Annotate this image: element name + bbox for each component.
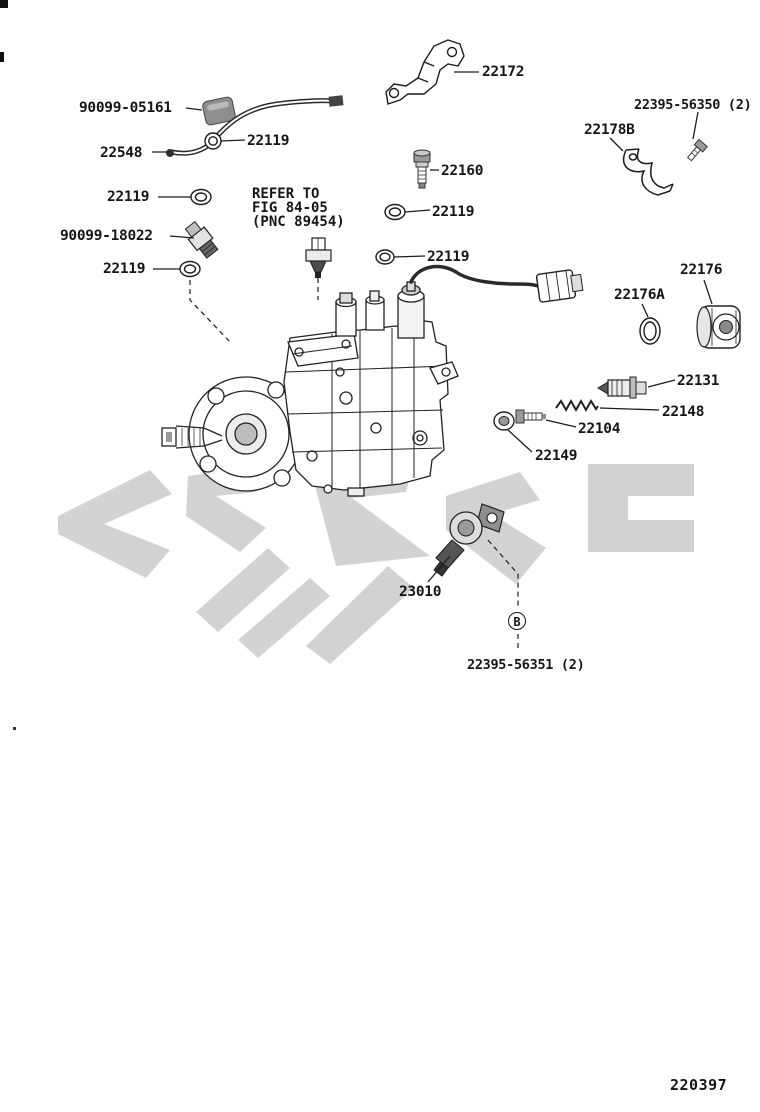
cap-22176-drawing <box>696 305 741 349</box>
cap-90099-05161-drawing <box>202 96 236 126</box>
part-label-22176a: 22176A <box>614 287 665 303</box>
part-label-22176: 22176 <box>680 262 723 278</box>
part-label-22395-56351: 22395-56351 (2) <box>467 657 585 673</box>
dashed-lines <box>189 278 519 652</box>
refer-note-line3: (PNC 89454) <box>252 214 345 230</box>
sensor-23010-drawing <box>433 503 505 577</box>
bolt-22160-drawing <box>413 149 431 189</box>
gasket-ring-22119-mid1 <box>384 203 406 221</box>
gasket-ring-22119-mid2 <box>375 249 395 265</box>
callout-b-badge: B <box>508 612 526 630</box>
valve-22131-drawing <box>597 376 647 399</box>
part-label-90099-18022: 90099-18022 <box>60 228 153 244</box>
bracket-22178b-drawing <box>623 148 674 196</box>
spring-22148-drawing <box>555 398 599 413</box>
scan-artifacts <box>0 0 16 730</box>
bracket-22172-drawing <box>385 39 465 105</box>
part-label-22395-56350: 22395-56350 (2) <box>634 97 752 113</box>
part-label-22148: 22148 <box>662 404 705 420</box>
wire-connector-drawing <box>409 264 584 303</box>
part-label-22548: 22548 <box>100 145 143 161</box>
part-label-22119-pipe: 22119 <box>247 133 290 149</box>
part-label-90099-05161: 90099-05161 <box>79 100 172 116</box>
pipe-22548-drawing <box>166 95 344 157</box>
part-label-22131: 22131 <box>677 373 720 389</box>
part-label-22149: 22149 <box>535 448 578 464</box>
washer-22149-drawing <box>493 411 515 431</box>
sensor-90099-18022-drawing <box>184 220 219 259</box>
part-label-22160: 22160 <box>441 163 484 179</box>
watermark <box>58 462 694 664</box>
leader-lines <box>152 71 713 583</box>
refer-note-line1: REFER TO <box>252 186 320 202</box>
part-label-22119-left2: 22119 <box>103 261 146 277</box>
part-label-22178b: 22178B <box>584 122 635 138</box>
part-label-22172: 22172 <box>482 64 525 80</box>
part-label-22119-mid1: 22119 <box>432 204 475 220</box>
part-label-22104: 22104 <box>578 421 621 437</box>
injection-pump-drawing <box>161 281 459 497</box>
part-label-22119-left1: 22119 <box>107 189 150 205</box>
ring-22176a-drawing <box>639 317 661 345</box>
screw-22395-56350-drawing <box>686 138 708 162</box>
sensor-89454-drawing <box>305 237 332 278</box>
gasket-ring-22119-pipe <box>204 132 222 150</box>
refer-note-line2: FIG 84-05 <box>252 200 328 216</box>
part-label-22119-mid2: 22119 <box>427 249 470 265</box>
part-label-23010: 23010 <box>399 584 442 600</box>
refer-note: REFER TO FIG 84-05 (PNC 89454) <box>252 187 345 229</box>
gasket-ring-22119-left1 <box>190 188 212 206</box>
gasket-ring-22119-left2 <box>179 260 201 278</box>
bolt-22104-drawing <box>515 409 546 424</box>
figure-number: 220397 <box>670 1076 728 1094</box>
